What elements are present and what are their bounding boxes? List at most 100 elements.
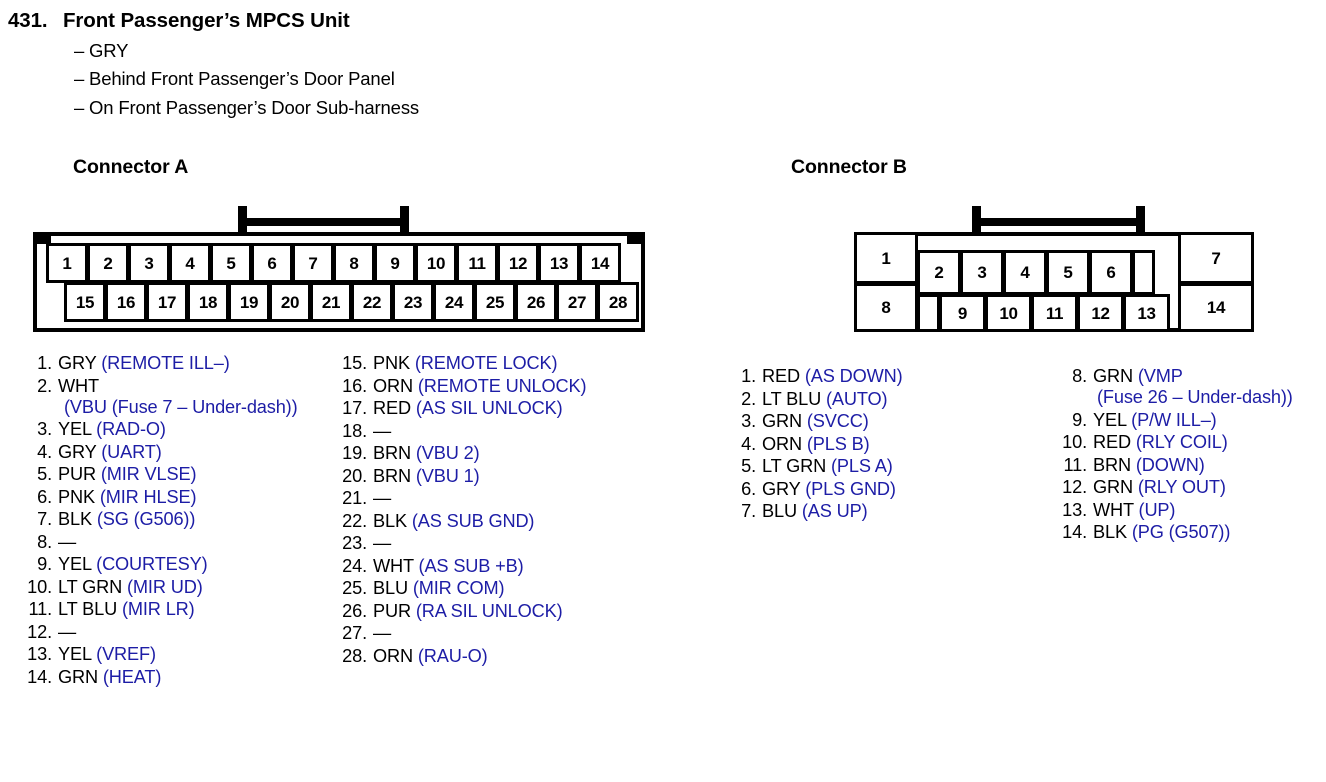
- pin-body: BLK (SG (G506)): [58, 509, 328, 530]
- connector-a-pin-cell-22: 22: [351, 282, 393, 322]
- pin-body: —: [58, 532, 328, 553]
- pin-row: 7. BLK (SG (G506)): [18, 509, 328, 530]
- pin-row: 18.—: [333, 421, 653, 442]
- pin-signal-name: (AS SUB GND): [406, 510, 535, 531]
- pin-body: BLK (AS SUB GND): [373, 511, 653, 532]
- bullet-text: GRY: [89, 39, 129, 61]
- pin-number: 4.: [37, 441, 52, 462]
- pin-number: 25.: [342, 578, 367, 598]
- pin-number: 5.: [37, 464, 52, 484]
- pin-signal-name: (MIR UD): [122, 576, 203, 597]
- pin-signal-name: (SG (G506)): [91, 509, 196, 529]
- connector-b-pin-cell-11: 11: [1031, 294, 1078, 332]
- pin-body: —: [373, 421, 653, 442]
- connector-a-heading: Connector A: [73, 156, 189, 178]
- connector-a-pin-cell-28: 28: [597, 282, 639, 322]
- pin-row: 5.LT GRN (PLS A): [730, 456, 980, 477]
- pin-wire-color: GRY: [58, 353, 97, 373]
- connector-b-pin-cell-12: 12: [1077, 294, 1124, 332]
- connector-b-top-blank-cell: [1132, 250, 1155, 295]
- pin-signal-name: (RLY COIL): [1130, 432, 1228, 452]
- pin-empty-dash: —: [373, 420, 392, 441]
- pin-body: BLU (AS UP): [762, 501, 980, 522]
- pin-body: GRY (PLS GND): [762, 479, 980, 500]
- connector-a-latch-right-post: [400, 206, 409, 240]
- connector-a-pin-cell-2: 2: [87, 243, 129, 283]
- pin-signal-name: (MIR LR): [117, 599, 195, 619]
- pin-signal-name: (SVCC): [801, 411, 869, 431]
- pin-empty-dash: —: [373, 623, 392, 643]
- pin-wire-color: RED: [1093, 432, 1131, 452]
- pin-signal-name: (AS DOWN): [799, 366, 903, 386]
- pin-row: 11.LT BLU (MIR LR): [18, 599, 328, 620]
- pin-body: PNK (MIR HLSE): [58, 487, 328, 508]
- connector-b-bottom-blank-cell: [917, 294, 940, 332]
- pin-wire-color: BRN: [373, 465, 411, 486]
- pin-row: 4.ORN (PLS B): [730, 434, 980, 455]
- bullet-dash-icon: –: [74, 96, 85, 118]
- connector-b-pin-cell-13: 13: [1123, 294, 1170, 332]
- pin-row: 3.YEL (RAD-O): [18, 419, 328, 440]
- pin-number: 26.: [342, 600, 367, 621]
- pin-wire-color: YEL: [1093, 409, 1127, 430]
- pin-wire-color: GRY: [762, 478, 801, 499]
- pin-row: 1.GRY (REMOTE ILL–): [18, 353, 328, 374]
- pin-row: 26. PUR (RA SIL UNLOCK): [333, 601, 653, 622]
- pin-wire-color: WHT: [1093, 499, 1134, 520]
- pin-signal-name: (RAU-O): [412, 645, 488, 666]
- pin-signal-name: (RAD-O): [91, 419, 166, 439]
- pin-body: WHT(VBU (Fuse 7 – Under-dash)): [58, 376, 328, 418]
- pin-wire-color: BRN: [1093, 454, 1131, 475]
- pin-row: 13.WHT (UP): [1053, 500, 1326, 521]
- connector-a-pin-cell-27: 27: [556, 282, 598, 322]
- pin-signal-name: (PG (G507)): [1126, 522, 1231, 542]
- pin-wire-color: WHT: [58, 375, 99, 396]
- pin-number: 13.: [27, 644, 52, 664]
- pin-body: RED (AS DOWN): [762, 366, 980, 387]
- pin-signal-name: (RLY OUT): [1132, 477, 1226, 497]
- pin-wire-color: PNK: [58, 486, 95, 507]
- pin-row: 23.—: [333, 533, 653, 554]
- pin-number: 19.: [342, 443, 367, 463]
- pin-number: 14.: [1062, 522, 1087, 542]
- pin-signal-name: (AS UP): [796, 501, 868, 521]
- pin-row: 2. WHT(VBU (Fuse 7 – Under-dash)): [18, 376, 328, 418]
- pin-empty-dash: —: [58, 621, 77, 642]
- pin-body: YEL (P/W ILL–): [1093, 410, 1326, 431]
- pin-body: —: [58, 622, 328, 643]
- pin-row: 3.GRN (SVCC): [730, 411, 980, 432]
- pin-body: ORN (RAU-O): [373, 646, 653, 667]
- pin-number: 2.: [37, 375, 52, 396]
- pin-number: 11.: [1063, 454, 1088, 475]
- pin-number: 7.: [741, 501, 756, 521]
- pin-signal-name: (REMOTE UNLOCK): [412, 375, 587, 396]
- pin-number: 14.: [27, 666, 52, 687]
- pin-signal-continuation: (VBU (Fuse 7 – Under-dash)): [64, 396, 298, 417]
- pin-number: 10.: [1062, 432, 1087, 452]
- connector-a-pin-cell-18: 18: [187, 282, 229, 322]
- pin-number: 7.: [37, 509, 52, 529]
- pin-wire-color: RED: [373, 398, 411, 418]
- pin-body: BRN (VBU 2): [373, 443, 653, 464]
- pin-row: 13.YEL (VREF): [18, 644, 328, 665]
- pin-row: 12.GRN (RLY OUT): [1053, 477, 1326, 498]
- pin-body: GRY (REMOTE ILL–): [58, 353, 328, 374]
- pin-row: 6.PNK (MIR HLSE): [18, 487, 328, 508]
- pin-row: 10. RED (RLY COIL): [1053, 432, 1326, 453]
- header-bullet-location-panel: – Behind Front Passenger’s Door Panel: [74, 68, 708, 90]
- pin-body: PUR (MIR VLSE): [58, 464, 328, 485]
- pin-row: 14.GRN (HEAT): [18, 667, 328, 688]
- pin-wire-color: YEL: [58, 419, 92, 439]
- connector-a-pin-cell-5: 5: [210, 243, 252, 283]
- pin-body: PUR (RA SIL UNLOCK): [373, 601, 653, 622]
- pin-number: 15.: [342, 353, 367, 373]
- pin-row: 7. BLU (AS UP): [730, 501, 980, 522]
- pin-signal-name: (VMP: [1132, 366, 1183, 386]
- pin-wire-color: LT GRN: [762, 456, 827, 476]
- pin-row: 15.PNK (REMOTE LOCK): [333, 353, 653, 374]
- connector-a-pin-list-left: 1.GRY (REMOTE ILL–)2. WHT(VBU (Fuse 7 – U…: [18, 353, 328, 689]
- connector-a-pin-cell-25: 25: [474, 282, 516, 322]
- pin-number: 3.: [741, 411, 756, 431]
- connector-a-latch-bar: [238, 218, 409, 226]
- pin-number: 4.: [741, 433, 756, 454]
